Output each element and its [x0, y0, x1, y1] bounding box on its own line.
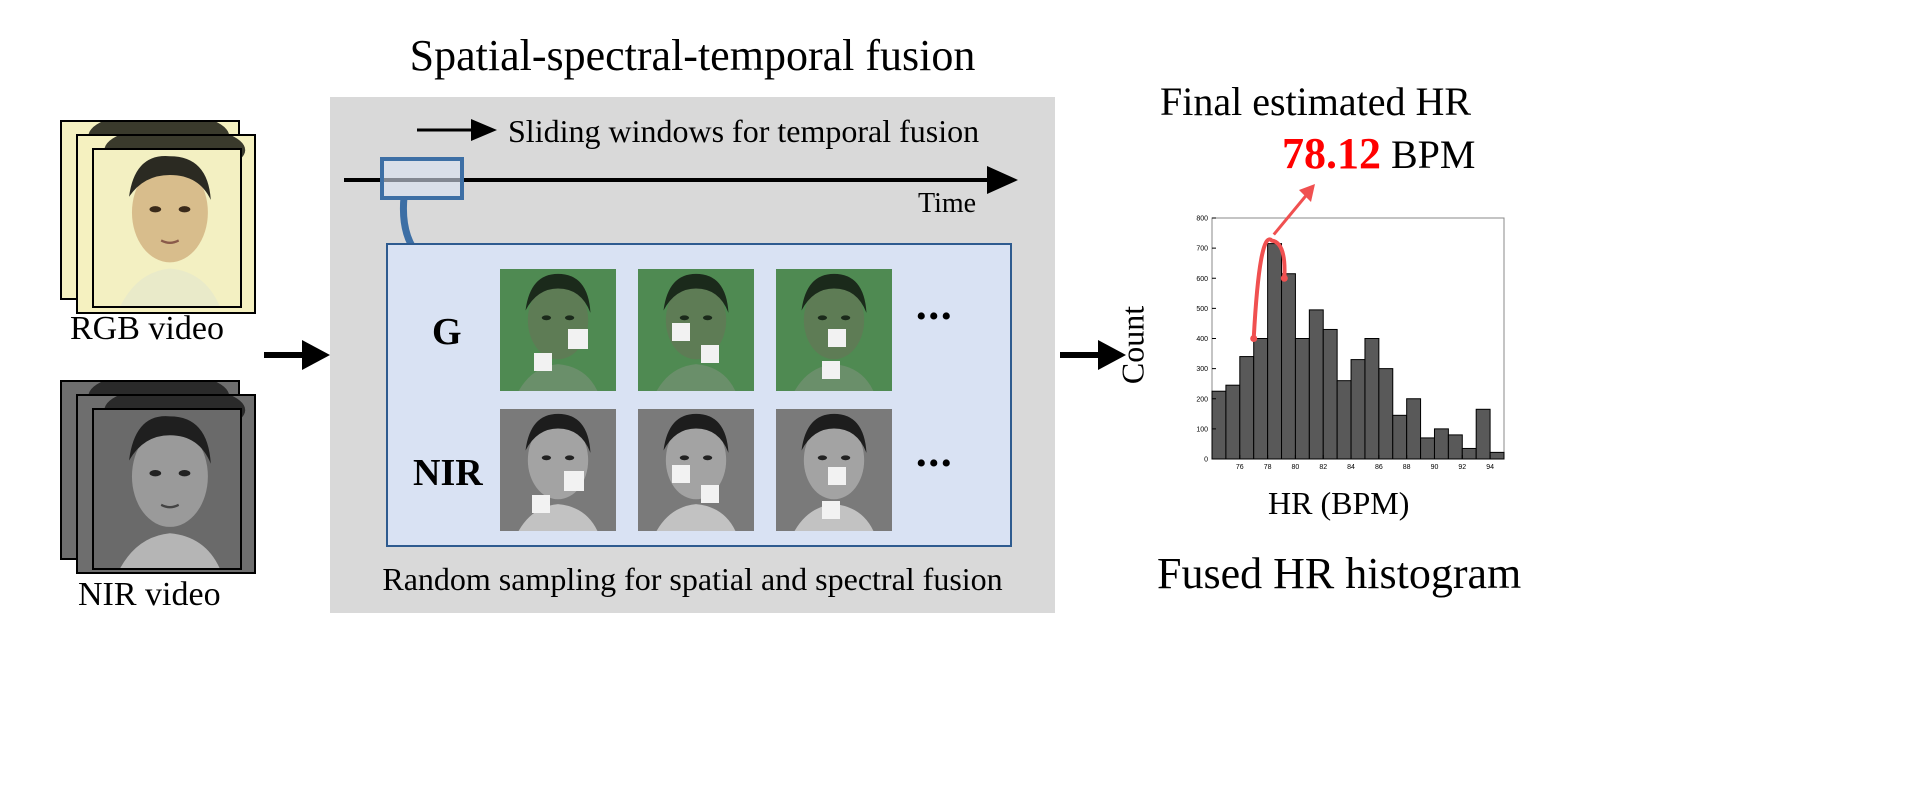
- y-tick-label: 200: [1196, 396, 1208, 403]
- histogram-bar: [1378, 368, 1394, 460]
- sample-patch: [564, 471, 584, 491]
- histogram-bar: [1350, 359, 1366, 460]
- x-tick-label: 78: [1264, 464, 1272, 471]
- nir-frame-1: [500, 409, 616, 531]
- histogram-bar: [1406, 398, 1422, 460]
- x-tick-label: 84: [1347, 464, 1355, 471]
- sliding-window-box[interactable]: [380, 157, 464, 200]
- sample-patch: [828, 467, 846, 485]
- hr-histogram: 0 100 200 300 400 500 600 700 800 76 78 80 82 84 86 88 9…: [1196, 184, 1505, 471]
- histogram-bar: [1364, 338, 1380, 460]
- arrowhead-icon: [1299, 184, 1315, 202]
- fusion-title: Spatial-spectral-temporal fusion: [409, 31, 976, 80]
- nir-ellipsis: •••: [916, 447, 954, 480]
- histogram-bar: [1433, 428, 1449, 460]
- y-tick-label: 700: [1196, 246, 1208, 253]
- histogram-bar: [1294, 338, 1310, 460]
- histogram-bar: [1239, 356, 1255, 460]
- g-frame-3: [776, 269, 892, 391]
- nir-frame-3: [776, 409, 892, 531]
- histogram-xlabel: HR (BPM): [1268, 485, 1410, 521]
- final-hr-readout: 78.12 BPM: [1282, 128, 1476, 179]
- y-tick-label: 0: [1204, 457, 1208, 464]
- x-tick-label: 76: [1236, 464, 1244, 471]
- histogram-bar: [1281, 273, 1296, 460]
- row-label-nir: NIR: [413, 452, 483, 494]
- y-tick-label: 100: [1196, 426, 1208, 433]
- histogram-bar: [1253, 338, 1269, 460]
- sampling-label: Random sampling for spatial and spectral…: [382, 561, 1003, 597]
- nir-frame-front: [92, 408, 242, 570]
- y-tick-label: 600: [1196, 276, 1208, 283]
- histogram-bar: [1336, 380, 1352, 460]
- sliding-arrow-icon: [417, 119, 497, 141]
- sample-patch: [672, 465, 690, 483]
- histogram-bar: [1211, 390, 1227, 460]
- rgb-video-label: RGB video: [70, 310, 224, 347]
- sample-patch: [701, 485, 719, 503]
- x-tick-label: 82: [1319, 464, 1327, 471]
- sliding-windows-label: Sliding windows for temporal fusion: [508, 113, 980, 149]
- y-tick-label: 800: [1196, 216, 1208, 223]
- sample-patch: [672, 323, 690, 341]
- sample-patch: [822, 361, 840, 379]
- y-tick-label: 500: [1196, 306, 1208, 313]
- x-tick-label: 92: [1458, 464, 1466, 471]
- histogram-caption: Fused HR histogram: [1157, 549, 1522, 598]
- sample-patch: [828, 329, 846, 347]
- g-frame-1: [500, 269, 616, 391]
- y-tick-label: 300: [1196, 366, 1208, 373]
- x-tick-label: 90: [1431, 464, 1439, 471]
- sample-patch: [822, 501, 840, 519]
- sample-patch: [701, 345, 719, 363]
- histogram-bar: [1322, 328, 1338, 460]
- x-tick-label: 86: [1375, 464, 1383, 471]
- sample-patch: [532, 495, 550, 513]
- y-tick-label: 400: [1196, 336, 1208, 343]
- histogram-bar: [1475, 408, 1491, 460]
- histogram-bar: [1392, 414, 1408, 460]
- histogram-bar: [1447, 434, 1463, 460]
- histogram-ylabel: Count: [1114, 305, 1151, 385]
- histogram-bar: [1489, 451, 1505, 460]
- hr-unit: BPM: [1391, 132, 1476, 177]
- x-tick-label: 94: [1486, 464, 1494, 471]
- sample-patch: [534, 353, 552, 371]
- g-ellipsis: •••: [916, 300, 954, 333]
- histogram-bar: [1461, 447, 1477, 460]
- rgb-frame-front: [92, 148, 242, 308]
- row-label-g: G: [432, 311, 462, 353]
- histogram-bar: [1308, 309, 1324, 460]
- nir-video-label: NIR video: [78, 576, 221, 613]
- histogram-bar: [1225, 384, 1241, 460]
- nir-frame-2: [638, 409, 754, 531]
- peak-endpoint: [1250, 335, 1258, 342]
- sample-patch: [568, 329, 588, 349]
- histogram-bar: [1267, 243, 1283, 460]
- g-frame-2: [638, 269, 754, 391]
- time-label: Time: [918, 188, 977, 219]
- x-tick-label: 80: [1292, 464, 1300, 471]
- arrow-output-icon: [1060, 340, 1126, 370]
- final-hr-title: Final estimated HR: [1160, 79, 1472, 124]
- x-tick-label: 88: [1403, 464, 1411, 471]
- arrow-input-icon: [264, 340, 330, 370]
- peak-to-value-arrow: [1272, 191, 1311, 236]
- hr-value: 78.12: [1282, 129, 1381, 178]
- peak-endpoint: [1280, 274, 1288, 282]
- peak-highlight-curve: [1251, 237, 1287, 339]
- histogram-bar: [1420, 437, 1435, 460]
